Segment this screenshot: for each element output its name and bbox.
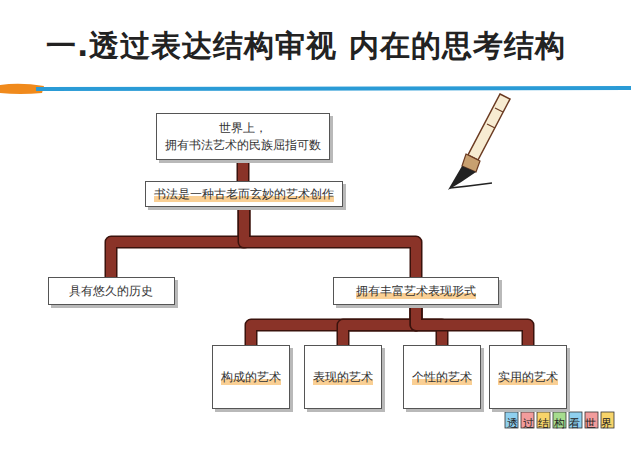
concept-box: 世界上， 拥有书法艺术的民族屈指可数 <box>156 113 330 160</box>
branch-outline <box>251 305 416 345</box>
concept-box: 构成的艺术 <box>212 345 290 409</box>
concept-box: 表现的艺术 <box>304 345 382 409</box>
branch-connector <box>251 305 416 345</box>
box-text: 世界上， 拥有书法艺术的民族屈指可数 <box>165 120 321 152</box>
blue-rule <box>36 88 631 89</box>
box-text: 个性的艺术 <box>412 369 472 385</box>
concept-box: 拥有丰富艺术表现形式 <box>333 277 499 305</box>
branch-body <box>343 305 416 345</box>
branch-outline <box>111 207 244 277</box>
branch-outline <box>237 160 250 181</box>
box-text: 表现的艺术 <box>313 369 373 385</box>
text-line: 世界上， <box>165 120 321 136</box>
text-line: 表现的艺术 <box>313 369 373 385</box>
text-line: 构成的艺术 <box>221 369 281 385</box>
text-line: 拥有书法艺术的民族屈指可数 <box>165 137 321 153</box>
branch-outline <box>244 207 416 277</box>
branch-connector <box>244 207 416 277</box>
concept-box: 书法是一种古老而玄妙的艺术创作 <box>145 181 343 207</box>
branch-body <box>251 305 416 345</box>
branch-outline <box>416 305 528 345</box>
text-line: 拥有丰富艺术表现形式 <box>356 283 476 299</box>
diagram-title: 一.透过表达结构审视 内在的思考结构 <box>46 26 566 67</box>
text-line: 书法是一种古老而玄妙的艺术创作 <box>154 186 334 202</box>
brush-illustration <box>448 94 510 190</box>
box-text: 实用的艺术 <box>498 369 558 385</box>
branch-connector <box>111 207 244 277</box>
branch-body <box>238 160 248 181</box>
branch-connector <box>416 305 528 345</box>
branch-body <box>416 305 528 345</box>
concept-box: 个性的艺术 <box>403 345 481 409</box>
text-line: 实用的艺术 <box>498 369 558 385</box>
box-text: 具有悠久的历史 <box>69 283 153 299</box>
text-line: 具有悠久的历史 <box>69 283 153 299</box>
branch-body <box>111 207 244 277</box>
branch-outline <box>343 305 416 345</box>
branch-connector <box>343 305 416 345</box>
brand-logo-text: 透过结构看世界 <box>507 416 616 431</box>
concept-box: 具有悠久的历史 <box>48 277 175 305</box>
box-text: 拥有丰富艺术表现形式 <box>356 283 476 299</box>
box-text: 构成的艺术 <box>221 369 281 385</box>
concept-box: 实用的艺术 <box>489 345 567 409</box>
text-line: 个性的艺术 <box>412 369 472 385</box>
branch-connector <box>243 160 244 181</box>
branch-body <box>244 207 416 277</box>
box-text: 书法是一种古老而玄妙的艺术创作 <box>154 186 334 202</box>
